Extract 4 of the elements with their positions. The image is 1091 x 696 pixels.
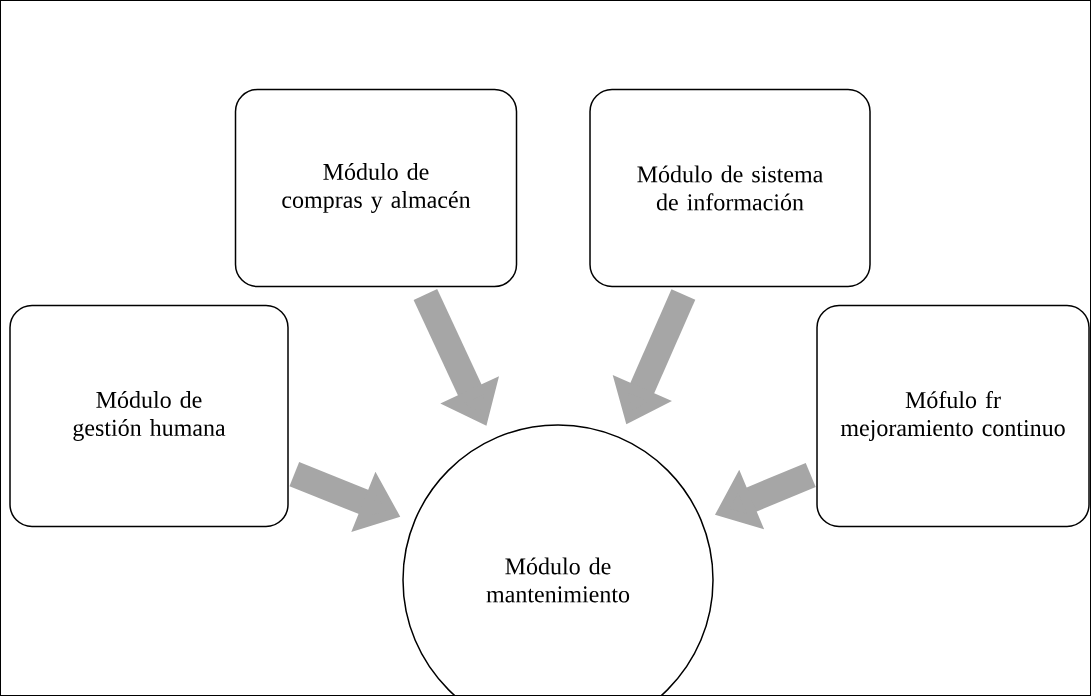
module-box: Módulo de gestión humana [9, 304, 289, 528]
module-box: Módulo de compras y almacén [234, 88, 518, 288]
module-box: Módulo de sistema de información [589, 88, 871, 288]
module-box: Mófulo fr mejoramiento continuo [816, 304, 1090, 528]
